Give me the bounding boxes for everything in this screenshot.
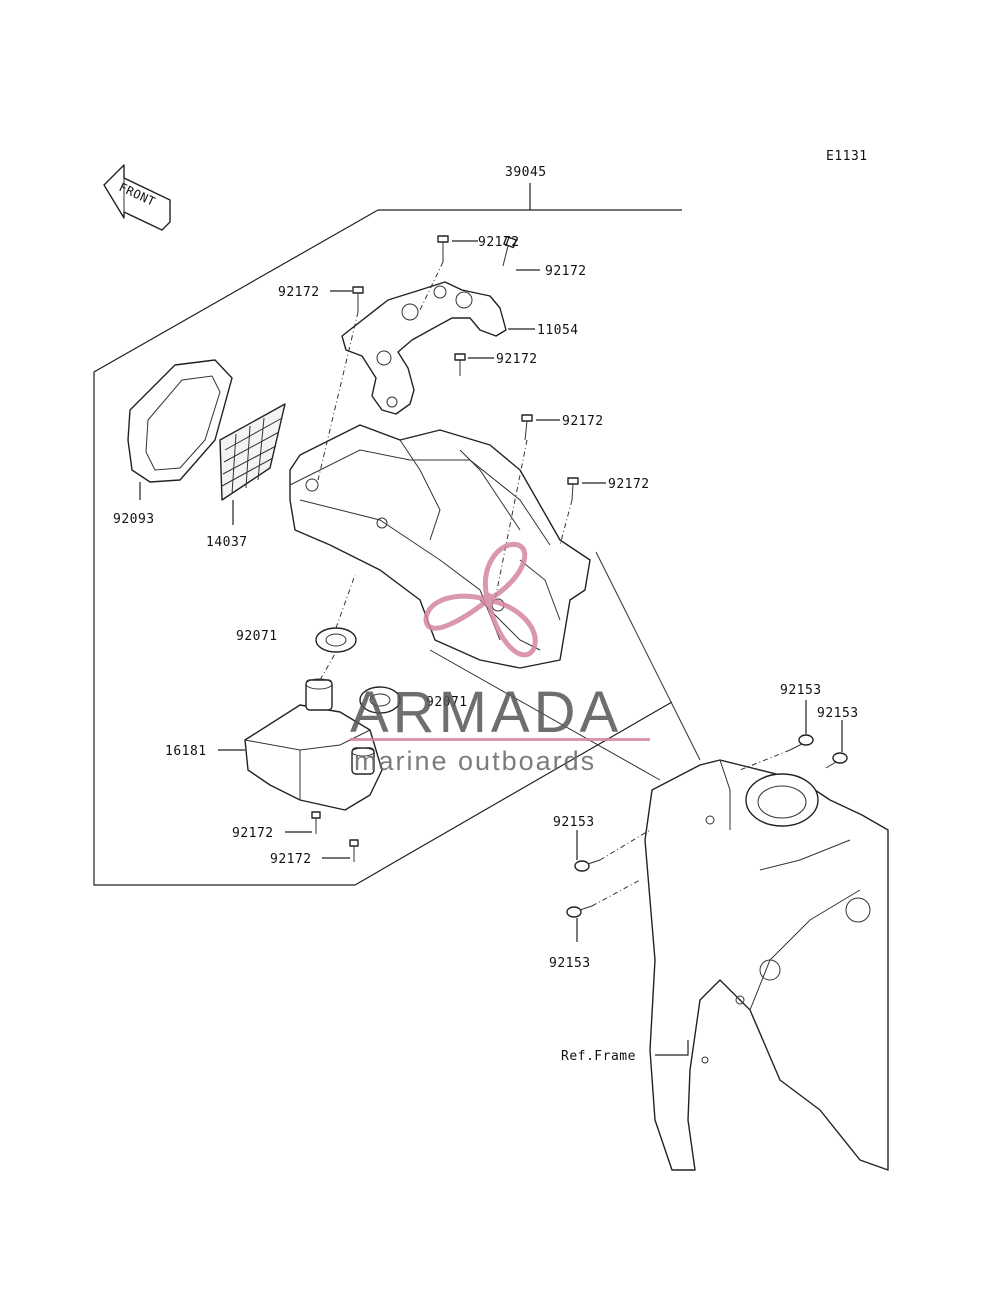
guide-line: [419, 261, 444, 311]
label-16181: 16181: [165, 744, 207, 759]
diagram-code: E1131: [826, 149, 868, 164]
screw-92172-r3: [567, 477, 579, 501]
assembly-bracket-line: [378, 183, 682, 211]
grommet-92071-a: [315, 627, 357, 653]
assembly-label: 39045: [505, 165, 547, 180]
screw-92172-left: [352, 286, 364, 312]
assembly-outline: [93, 209, 673, 886]
guide-line: [739, 749, 791, 771]
propeller-icon: [423, 542, 538, 658]
watermark-tagline: marine outboards: [354, 746, 596, 776]
ref-frame-label: Ref.Frame: [561, 1049, 636, 1064]
label-92172: 92172: [270, 852, 312, 867]
bracket-11054: [341, 281, 507, 415]
label-92093: 92093: [113, 512, 155, 527]
label-92071: 92071: [426, 695, 468, 710]
grommet-92071-b: [359, 686, 401, 714]
screw-92153-b: [825, 752, 848, 769]
label-92153: 92153: [780, 683, 822, 698]
label-11054: 11054: [537, 323, 579, 338]
guide-line: [335, 574, 356, 629]
guide-line: [591, 879, 641, 907]
watermark-logo: ARMADA marine outboards: [350, 542, 650, 776]
screw-92172-r2: [521, 414, 533, 441]
watermark-rule: [350, 738, 650, 741]
label-92153: 92153: [553, 815, 595, 830]
guide-line: [559, 499, 573, 546]
screw-92153-a: [789, 734, 814, 751]
guide-line: [317, 311, 359, 481]
screw-92172-low1: [311, 811, 321, 834]
screw-92172-mid: [454, 353, 466, 376]
screw-92172-right1: [502, 235, 517, 267]
label-92172: 92172: [278, 285, 320, 300]
leader-line: [655, 1040, 689, 1056]
guide-line: [429, 551, 701, 781]
front-arrow-icon: FRONT: [103, 164, 171, 231]
label-92172: 92172: [545, 264, 587, 279]
guide-line: [599, 829, 651, 861]
label-92153: 92153: [817, 706, 859, 721]
label-14037: 14037: [206, 535, 248, 550]
frame: [644, 759, 889, 1171]
label-92153: 92153: [549, 956, 591, 971]
label-92172: 92172: [562, 414, 604, 429]
guide-line: [494, 439, 528, 601]
box-16181: [244, 678, 383, 811]
screw-92172-low2: [349, 839, 359, 862]
watermark-brand: ARMADA: [350, 680, 622, 745]
label-92071: 92071: [236, 629, 278, 644]
main-housing: [289, 424, 591, 669]
screw-92172-top: [437, 235, 449, 262]
label-92172: 92172: [608, 477, 650, 492]
label-92172: 92172: [232, 826, 274, 841]
label-92172: 92172: [496, 352, 538, 367]
screw-92153-c: [574, 859, 601, 872]
cover-92093: [127, 359, 233, 483]
label-92172: 92172: [478, 235, 520, 250]
guide-line: [319, 651, 337, 681]
mesh-14037: [219, 403, 286, 501]
screw-92153-d: [566, 905, 593, 918]
